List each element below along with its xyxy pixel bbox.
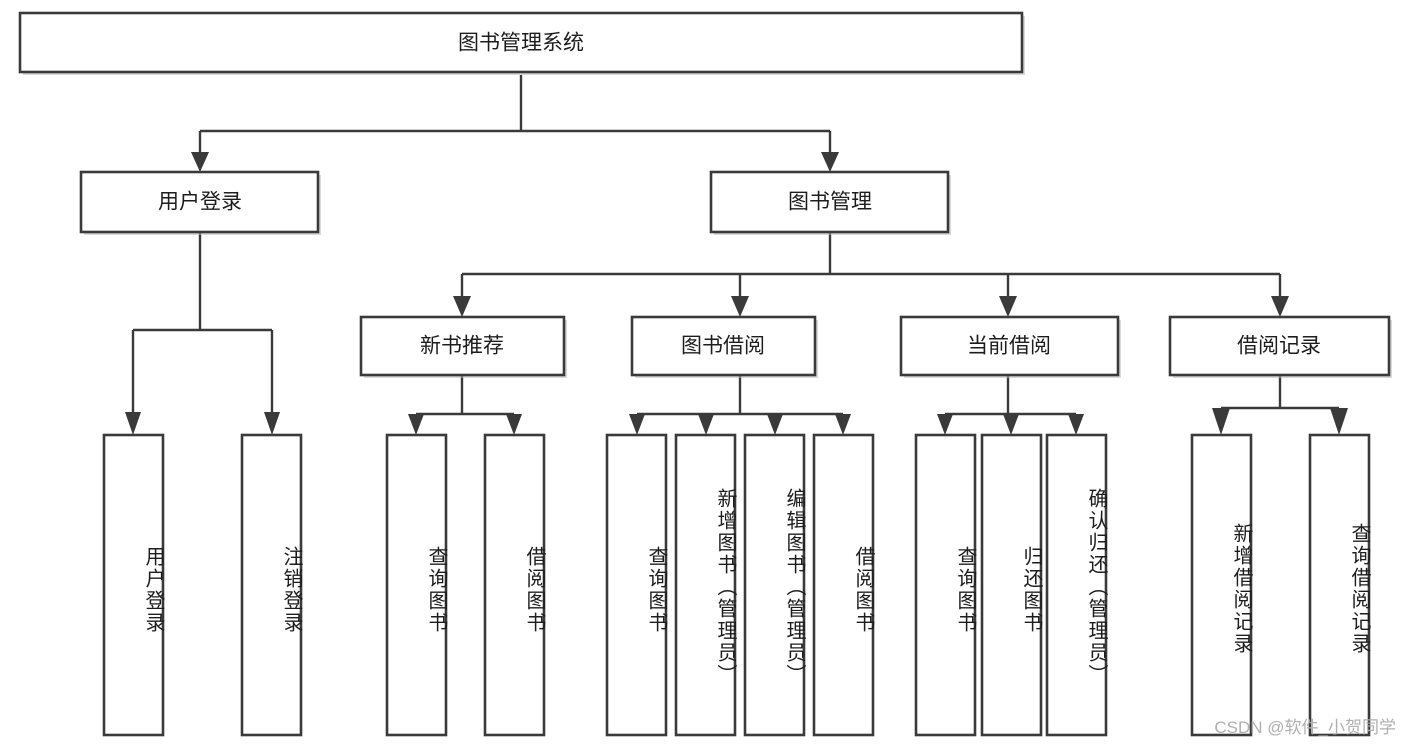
node-root-box[interactable]: [18, 11, 1024, 74]
leaf-box-add-book[interactable]: [674, 433, 737, 737]
node-book-manage-label: 图书管理: [788, 191, 872, 214]
leaf-box-add-record[interactable]: [1190, 433, 1253, 737]
arrow-leaf-query-book-3: [937, 414, 953, 435]
node-current-borrow-box[interactable]: [899, 315, 1120, 377]
node-user-login-box[interactable]: [79, 170, 320, 234]
watermark-label: CSDN @软件_小贺同学: [1214, 718, 1396, 737]
node-book-borrow[interactable]: 图书借阅: [630, 315, 818, 378]
node-book-borrow-box[interactable]: [630, 315, 817, 377]
leaf-box-user-login[interactable]: [102, 433, 165, 737]
arrow-leaf-borrow-book-1: [506, 414, 522, 435]
node-book-manage-box[interactable]: [709, 170, 950, 234]
leaf-box-query-book-3[interactable]: [914, 433, 977, 737]
connector-group-current-borrow: [937, 375, 1084, 435]
arrow-leaf-logout-login: [264, 412, 280, 435]
arrow-leaf-query-record: [1330, 408, 1348, 435]
node-borrow-record-label: 借阅记录: [1237, 335, 1321, 358]
arrow-book-borrow: [731, 296, 749, 317]
leaf-box-return-book[interactable]: [980, 433, 1043, 737]
node-new-book-recommend-box[interactable]: [359, 315, 566, 377]
node-user-login-label: 用户登录: [158, 191, 242, 214]
node-root-label: 图书管理系统: [458, 32, 584, 55]
leaf-box-borrow-book-1[interactable]: [483, 433, 546, 737]
node-borrow-record-box[interactable]: [1168, 315, 1391, 377]
leaf-box-query-book-2[interactable]: [605, 433, 668, 737]
connector-group-new-book-recommend: [408, 375, 522, 435]
leaf-box-query-record[interactable]: [1308, 433, 1371, 737]
connector-group-root: [191, 75, 839, 172]
node-current-borrow-label: 当前借阅: [967, 335, 1051, 358]
arrow-leaf-query-book-1: [408, 414, 424, 435]
node-book-manage[interactable]: 图书管理: [709, 170, 951, 235]
arrow-leaf-add-book: [698, 414, 714, 435]
arrow-borrow-record: [1271, 296, 1289, 317]
connector-group-book-manage: [453, 232, 1289, 317]
leaf-box-edit-book[interactable]: [743, 433, 806, 737]
arrow-leaf-query-book-2: [629, 414, 645, 435]
connector-group-borrow-record: [1212, 375, 1348, 435]
arrow-user-login: [191, 152, 209, 172]
arrow-current-borrow: [999, 296, 1017, 317]
arrow-leaf-borrow-book-2: [835, 414, 851, 435]
leaf-box-borrow-book-2[interactable]: [812, 433, 875, 737]
arrow-leaf-add-record: [1212, 408, 1230, 435]
node-new-book-recommend-label: 新书推荐: [420, 335, 504, 358]
arrow-leaf-confirm-return: [1068, 414, 1084, 435]
leaf-box-query-book-1[interactable]: [385, 433, 448, 737]
leaf-box-logout-login[interactable]: [240, 433, 303, 737]
leaf-boxes: [102, 433, 1371, 737]
node-borrow-record[interactable]: 借阅记录: [1168, 315, 1392, 378]
node-root[interactable]: 图书管理系统: [18, 11, 1025, 75]
leaf-box-confirm-return[interactable]: [1045, 433, 1108, 737]
node-new-book-recommend[interactable]: 新书推荐: [359, 315, 567, 378]
node-user-login[interactable]: 用户登录: [79, 170, 321, 235]
arrow-book-manage: [821, 152, 839, 172]
connector-group-user-login: [125, 232, 280, 435]
arrow-leaf-edit-book: [767, 414, 783, 435]
connector-group-book-borrow: [629, 375, 851, 435]
arrow-leaf-return-book: [1003, 414, 1019, 435]
arrow-leaf-user-login: [125, 412, 141, 435]
node-book-borrow-label: 图书借阅: [681, 335, 765, 358]
node-current-borrow[interactable]: 当前借阅: [899, 315, 1121, 378]
arrow-new-book-recommend: [453, 296, 471, 317]
